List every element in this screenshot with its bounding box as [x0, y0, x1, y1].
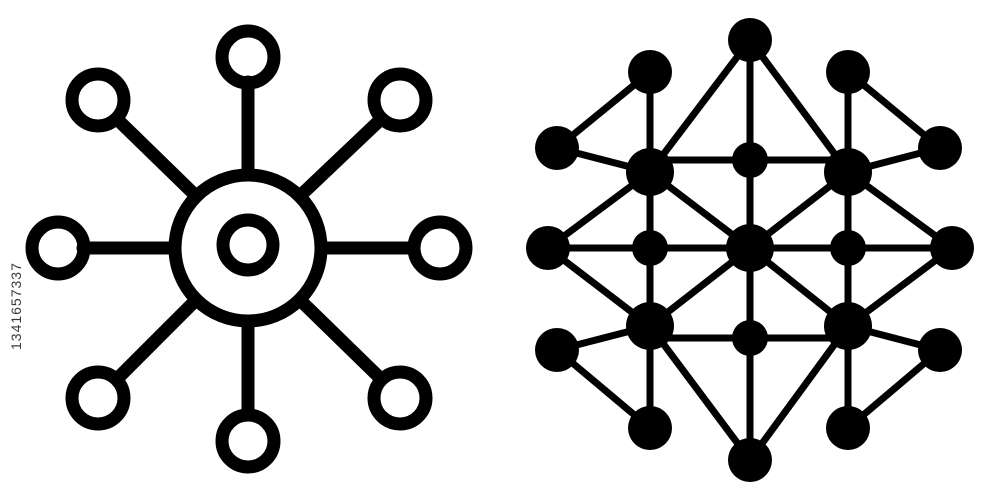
- hub-network-outline-icon: [25, 24, 473, 474]
- mesh-network-filled-icon: [526, 18, 974, 482]
